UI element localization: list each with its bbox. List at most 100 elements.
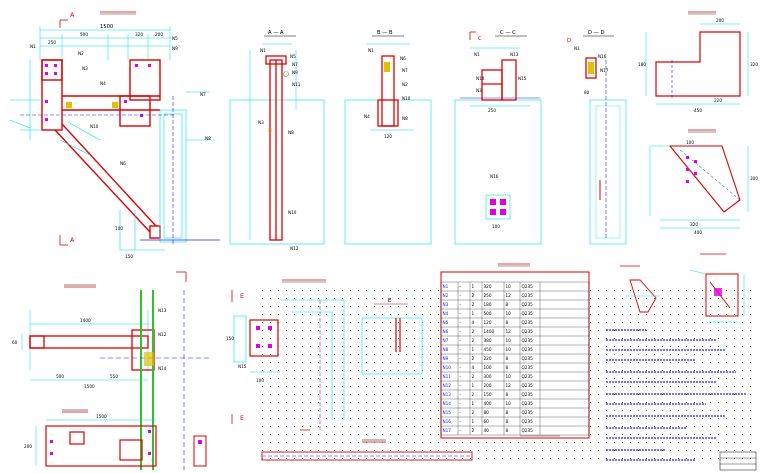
grid-dot xyxy=(390,458,391,459)
grid-dot xyxy=(726,442,727,443)
dim-plate-bottom: 450 xyxy=(694,108,702,113)
grid-dot xyxy=(406,338,407,339)
grid-dot xyxy=(702,314,703,315)
grid-dot xyxy=(606,378,607,379)
grid-dot xyxy=(654,426,655,427)
table-cell: - xyxy=(460,302,462,307)
grid-dot xyxy=(622,322,623,323)
grid-dot xyxy=(750,458,751,459)
grid-dot xyxy=(318,330,319,331)
grid-dot xyxy=(630,362,631,363)
grid-dot xyxy=(318,418,319,419)
grid-dot xyxy=(742,450,743,451)
grid-dot xyxy=(478,442,479,443)
grid-dot xyxy=(398,298,399,299)
grid-dot xyxy=(734,378,735,379)
grid-dot xyxy=(502,442,503,443)
section-b-b-view: B — B N1 N6 N7 N2 N10 N4 N8 120 xyxy=(344,30,432,245)
grid-dot xyxy=(702,306,703,307)
grid-dot xyxy=(270,386,271,387)
grid-dot xyxy=(318,402,319,403)
grid-dot xyxy=(750,394,751,395)
grid-dot xyxy=(366,458,367,459)
grid-dot xyxy=(678,410,679,411)
grid-dot xyxy=(374,378,375,379)
grid-dot xyxy=(454,450,455,451)
grid-dot xyxy=(310,450,311,451)
grid-dot xyxy=(654,354,655,355)
grid-dot xyxy=(318,290,319,291)
grid-dot xyxy=(422,306,423,307)
grid-dot xyxy=(598,314,599,315)
table-cell: Q235 xyxy=(522,320,534,325)
grid-dot xyxy=(726,370,727,371)
grid-dot xyxy=(654,322,655,323)
grid-dot xyxy=(638,290,639,291)
grid-dot xyxy=(302,354,303,355)
grid-dot xyxy=(750,418,751,419)
grid-dot xyxy=(398,354,399,355)
grid-dot xyxy=(734,314,735,315)
grid-dot xyxy=(326,386,327,387)
grid-dot xyxy=(390,338,391,339)
grid-dot xyxy=(494,442,495,443)
gusset-plate-detail: 100 320 300 400 xyxy=(649,129,758,235)
grid-dot xyxy=(262,362,263,363)
table-cell: 1 xyxy=(472,347,475,352)
grid-dot xyxy=(670,426,671,427)
grid-dot xyxy=(350,434,351,435)
grid-dot xyxy=(670,378,671,379)
grid-dot xyxy=(630,298,631,299)
grid-dot xyxy=(598,458,599,459)
grid-dot xyxy=(662,338,663,339)
grid-dot xyxy=(342,338,343,339)
table-cell: Q235 xyxy=(522,383,534,388)
grid-dot xyxy=(398,426,399,427)
grid-dot xyxy=(678,458,679,459)
grid-dot xyxy=(734,394,735,395)
table-cell: 12 xyxy=(506,293,512,298)
grid-dot xyxy=(726,450,727,451)
grid-dot xyxy=(278,450,279,451)
grid-dot xyxy=(678,426,679,427)
grid-dot xyxy=(606,418,607,419)
grid-dot xyxy=(486,458,487,459)
grid-dot xyxy=(678,386,679,387)
grid-dot xyxy=(326,306,327,307)
grid-dot xyxy=(606,338,607,339)
table-cell: 180 xyxy=(484,302,492,307)
grid-dot xyxy=(614,434,615,435)
grid-dot xyxy=(718,418,719,419)
grid-dot xyxy=(702,290,703,291)
grid-dot xyxy=(374,362,375,363)
grid-dot xyxy=(694,314,695,315)
grid-dot xyxy=(310,338,311,339)
grid-dot xyxy=(326,290,327,291)
grid-dot xyxy=(630,386,631,387)
grid-dot xyxy=(350,426,351,427)
label-n15-e: N15 xyxy=(238,364,247,369)
grid-dot xyxy=(374,314,375,315)
grid-dot xyxy=(654,370,655,371)
table-cell: 1 xyxy=(472,311,475,316)
dim-plan-a: 500 xyxy=(56,374,64,379)
grid-dot xyxy=(382,290,383,291)
label-n5-a: N5 xyxy=(172,36,178,41)
grid-dot xyxy=(638,402,639,403)
grid-dot xyxy=(398,370,399,371)
grid-dot xyxy=(726,330,727,331)
grid-dot xyxy=(638,386,639,387)
grid-dot xyxy=(550,450,551,451)
grid-dot xyxy=(702,458,703,459)
section-e-view: E E N15 100 150 xyxy=(226,279,345,431)
grid-dot xyxy=(430,402,431,403)
grid-dot xyxy=(262,434,263,435)
grid-dot xyxy=(302,338,303,339)
grid-dot xyxy=(366,298,367,299)
grid-dot xyxy=(662,346,663,347)
grid-dot xyxy=(526,450,527,451)
grid-dot xyxy=(390,322,391,323)
grid-dot xyxy=(630,306,631,307)
grid-dot xyxy=(334,298,335,299)
grid-dot xyxy=(382,434,383,435)
